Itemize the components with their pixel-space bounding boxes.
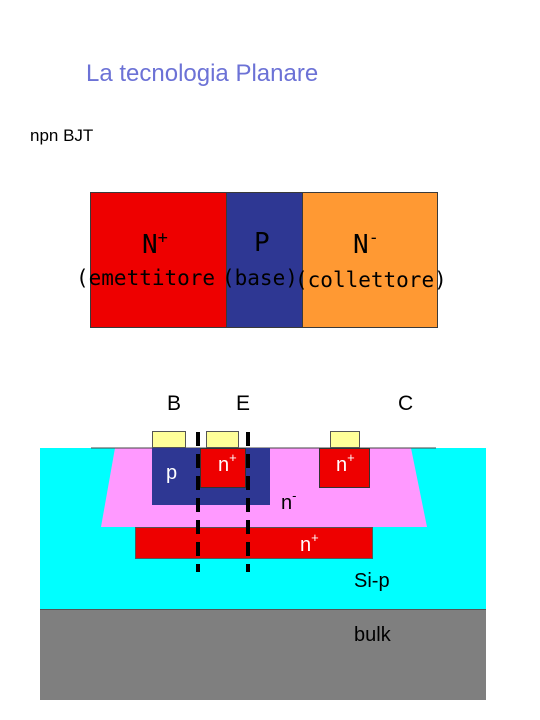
base-role-label: (base) (222, 266, 298, 290)
base-terminal-label: B (167, 392, 182, 415)
substrate-label: Si-p (354, 570, 390, 592)
buried-layer-doping-label: n+ (300, 530, 319, 556)
emitter-region (200, 448, 246, 488)
base-region-label: P (254, 228, 270, 258)
bulk-label: bulk (354, 624, 391, 646)
base-contact-pad (152, 431, 186, 448)
emitter-contact-pad (206, 431, 239, 448)
collector-region-label: N- (353, 228, 379, 260)
collector-block (302, 192, 438, 328)
collector-contact-pad (330, 431, 360, 448)
collector-role-label: (collettore) (295, 268, 447, 292)
epi-layer-doping-label: n- (281, 488, 297, 514)
collector-contact-region (319, 448, 370, 488)
page-subtitle: npn BJT (30, 126, 94, 145)
emitter-role-label: (emettitore (76, 266, 216, 290)
emitter-block (90, 192, 227, 328)
emitter-region-label: N+ (142, 228, 168, 260)
bulk-layer (40, 609, 486, 700)
emitter-region-doping-label: n+ (218, 450, 237, 476)
page-title: La tecnologia Planare (86, 60, 319, 87)
buried-layer (135, 527, 373, 559)
p-base-label: p (166, 462, 178, 484)
collector-terminal-label: C (398, 392, 414, 415)
emitter-terminal-label: E (236, 392, 251, 415)
collector-contact-doping-label: n+ (336, 450, 355, 476)
